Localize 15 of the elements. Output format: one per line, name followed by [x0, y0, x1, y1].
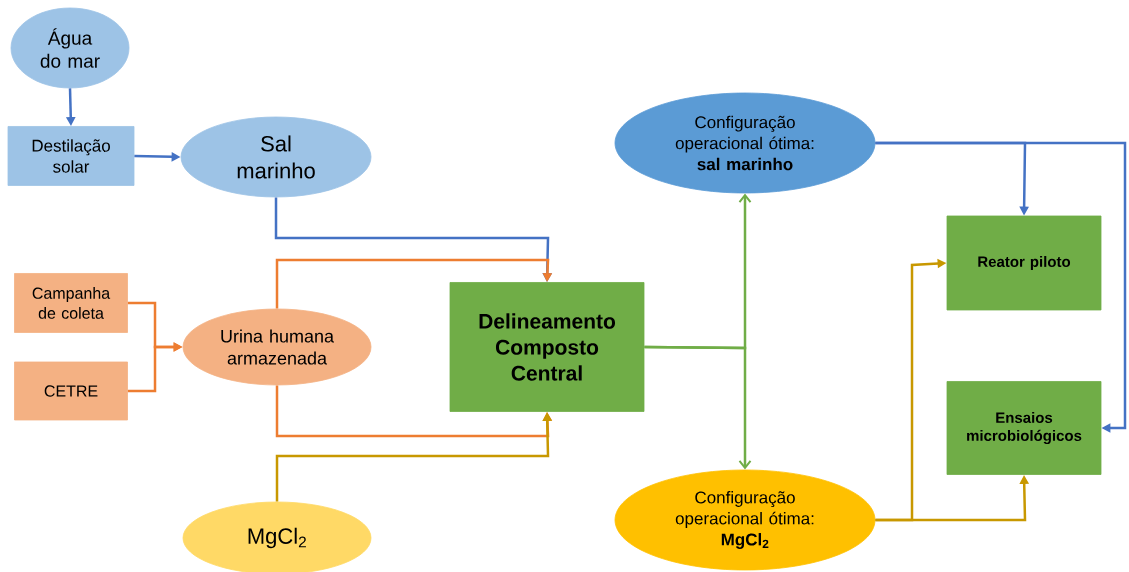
ellipse-node: Configuração operacional ótima: sal marinho	[614, 92, 876, 194]
arrow	[875, 141, 1127, 433]
process-box: Delineamento Composto Central	[449, 282, 645, 412]
process-box: Campanha de coleta	[14, 273, 128, 333]
ellipse-node: Urina humana armazenada	[182, 308, 372, 386]
ellipse-node: Sal marinho	[180, 116, 372, 198]
ellipse-node: Água do mar	[10, 7, 130, 89]
process-box: Reator piloto	[946, 215, 1102, 311]
ellipse-node: Configuração operacional ótima: MgCl$_{2}$	[614, 469, 876, 571]
arrow	[644, 345, 752, 470]
process-box: Destilação solar	[7, 126, 135, 186]
arrow	[275, 258, 553, 309]
process-box: CETRE	[14, 361, 128, 421]
process-box: Ensaios microbiológicos	[946, 381, 1102, 475]
ellipse-node: MgCl$_{2}$	[182, 501, 372, 572]
